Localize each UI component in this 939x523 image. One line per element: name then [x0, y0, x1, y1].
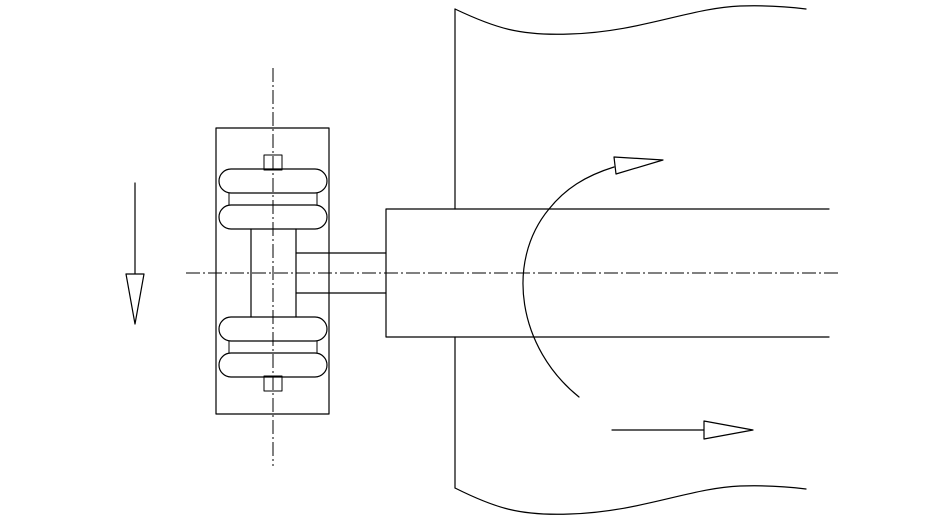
feed-arrow-down-head	[125, 273, 145, 325]
plate-top-break-line	[454, 5, 807, 35]
center-lines	[186, 68, 838, 466]
rotation-arrow-arc	[522, 166, 615, 398]
plate-bottom-break-line	[454, 485, 807, 515]
connecting-shaft	[295, 252, 387, 294]
feed-arrow-right-head	[703, 420, 754, 440]
feed-arrow-down	[125, 182, 145, 325]
feed-arrow-right	[611, 420, 754, 440]
housing	[215, 127, 330, 415]
rotation-arrow	[522, 156, 664, 398]
plate	[454, 5, 807, 515]
rotation-arrow-head	[613, 156, 664, 175]
